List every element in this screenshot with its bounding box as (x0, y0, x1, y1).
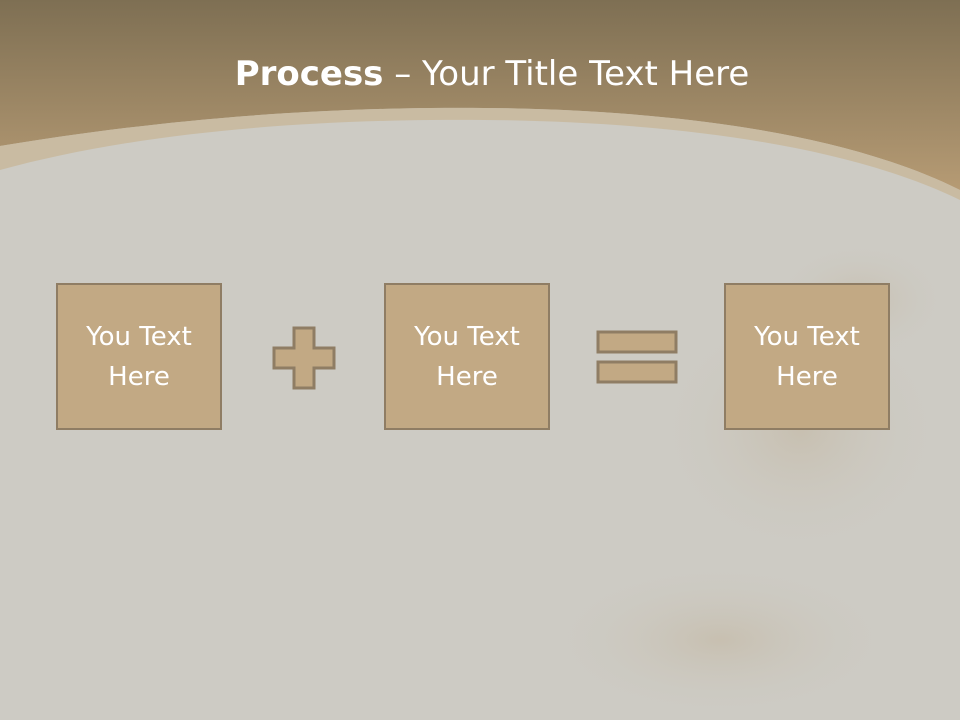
process-box-3[interactable]: You Text Here (724, 283, 890, 430)
header-band (0, 0, 960, 190)
equals-icon (596, 330, 678, 384)
process-box-2[interactable]: You Text Here (384, 283, 550, 430)
plus-icon (272, 326, 336, 390)
process-box-3-line2: Here (776, 361, 838, 392)
process-box-1-line2: Here (108, 361, 170, 392)
process-box-2-line2: Here (436, 361, 498, 392)
process-box-1-line1: You Text (86, 321, 192, 352)
title-rest: – Your Title Text Here (383, 54, 750, 94)
process-box-1-text: You Text Here (69, 317, 209, 397)
process-box-3-line1: You Text (754, 321, 860, 352)
background-cloud (540, 560, 900, 720)
process-box-2-text: You Text Here (397, 317, 537, 397)
process-box-1[interactable]: You Text Here (56, 283, 222, 430)
header-arc-highlight (0, 107, 960, 200)
title-bold: Process (234, 54, 384, 94)
process-box-3-text: You Text Here (737, 317, 877, 397)
slide-title: Process – Your Title Text Here (0, 50, 960, 98)
process-box-2-line1: You Text (414, 321, 520, 352)
